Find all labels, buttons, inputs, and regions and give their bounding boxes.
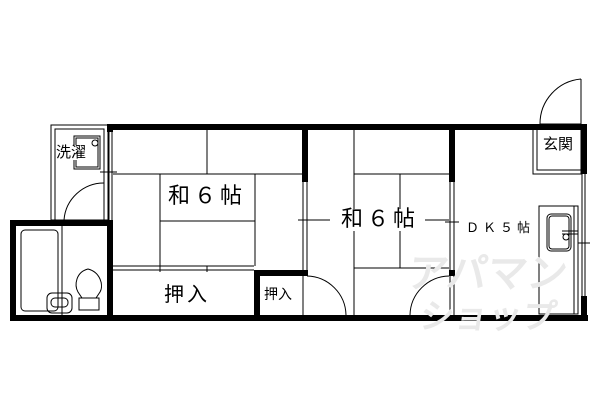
entrance xyxy=(532,78,582,175)
watermark-line1: アパマン xyxy=(404,251,571,297)
room-label-oshiire-large: 押入 xyxy=(164,282,210,306)
bathroom xyxy=(20,226,102,315)
room-label-laundry: 洗濯 xyxy=(56,143,87,161)
laundry-area xyxy=(50,124,109,225)
fusuma-partition-2 xyxy=(409,182,459,316)
room-label-dk: ＤＫ５帖 xyxy=(466,221,535,236)
fusuma-partition-1 xyxy=(298,182,347,316)
room-label-genkan: 玄関 xyxy=(543,135,574,153)
tatami-lines-room1 xyxy=(100,130,302,272)
exterior-walls xyxy=(10,124,588,321)
room-label-washitsu-1: 和６帖 xyxy=(168,184,247,209)
watermark-line2: ショップ xyxy=(417,297,559,337)
room-label-washitsu-2: 和６帖 xyxy=(339,207,422,232)
room-label-oshiire-small: 押入 xyxy=(264,287,292,303)
tatami-lines-room2 xyxy=(308,130,449,315)
kitchen xyxy=(538,174,590,315)
